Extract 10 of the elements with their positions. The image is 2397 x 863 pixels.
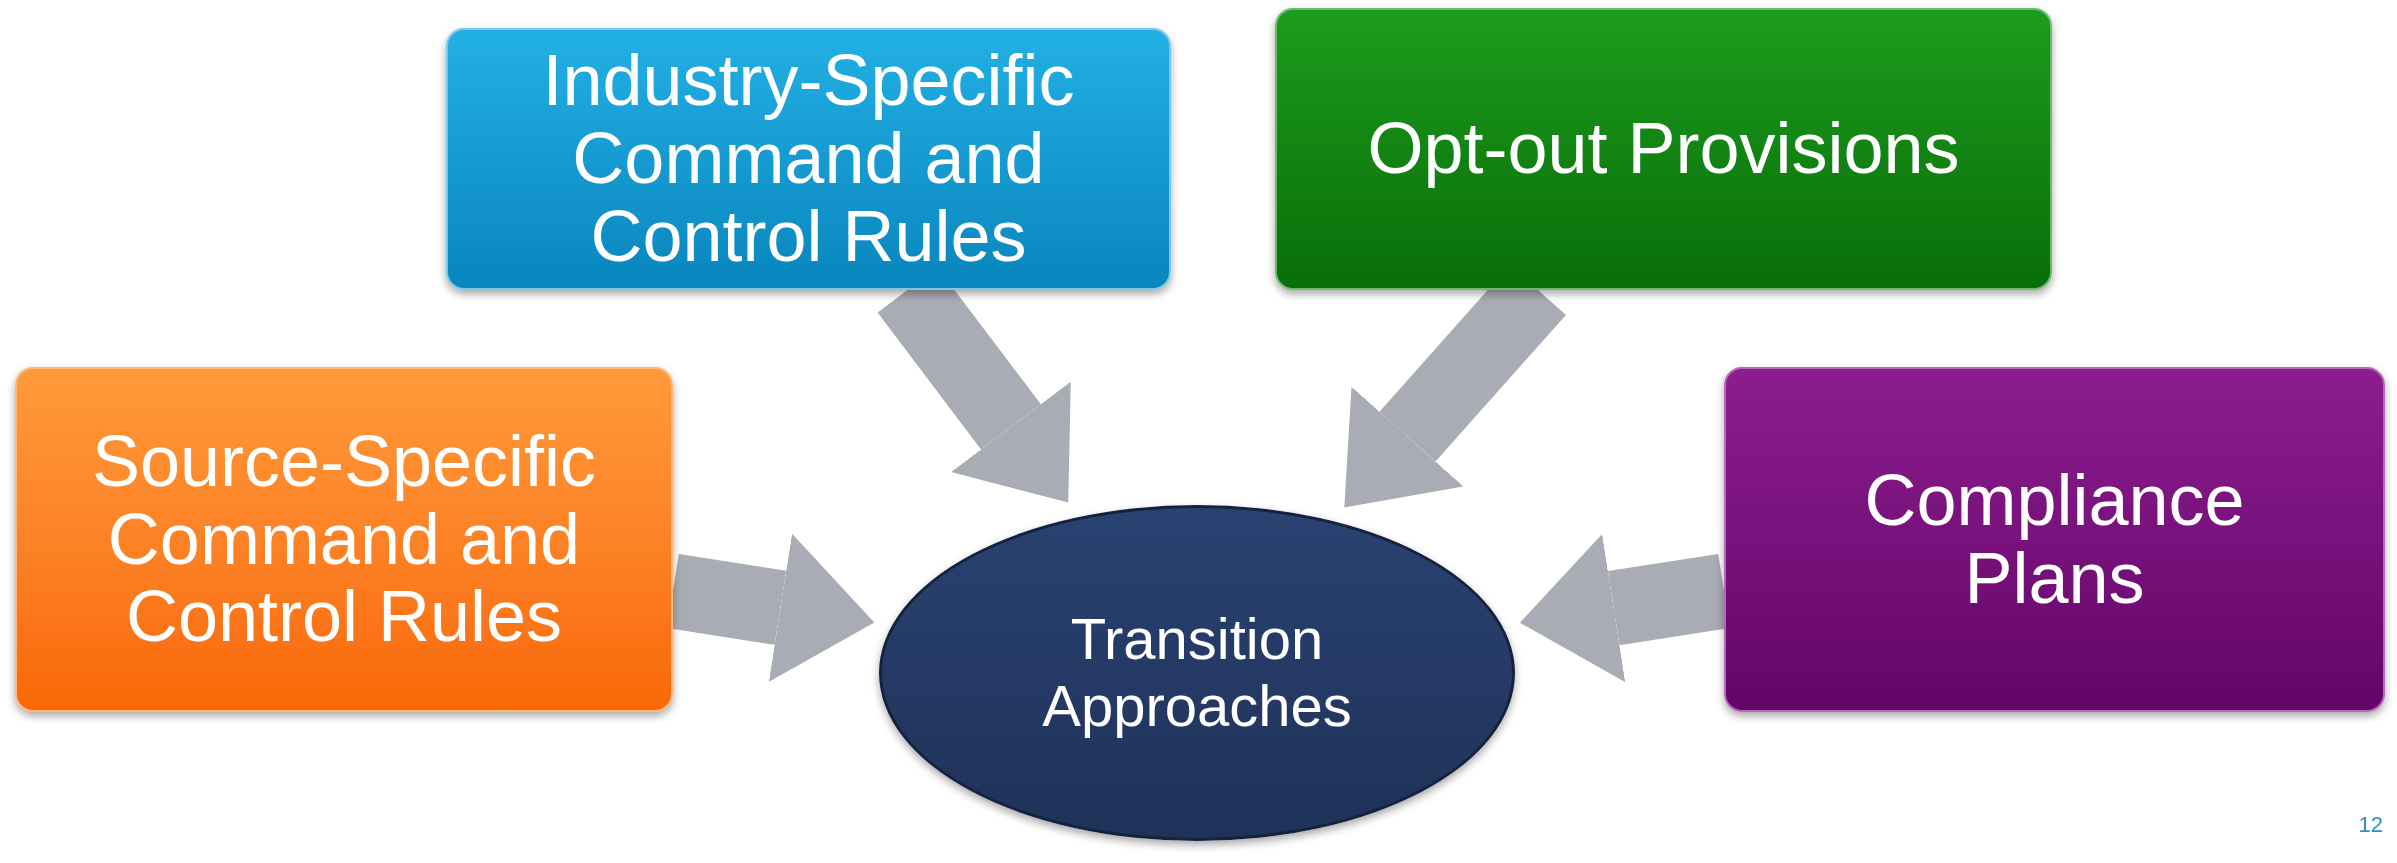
node-label: Industry-Specific Command and Control Rules xyxy=(541,42,1076,276)
rounded-box xyxy=(1724,367,2385,712)
rounded-box xyxy=(446,28,1171,290)
node-label: Source-Specific Command and Control Rules xyxy=(90,422,598,657)
node-label: Transition Approaches xyxy=(1041,606,1353,740)
rounded-box xyxy=(1275,8,2052,290)
node-label: Compliance Plans xyxy=(1863,461,2246,618)
rounded-box xyxy=(15,367,673,712)
node-label: Opt-out Provisions xyxy=(1367,110,1960,188)
page-number: 12 xyxy=(2358,811,2383,839)
